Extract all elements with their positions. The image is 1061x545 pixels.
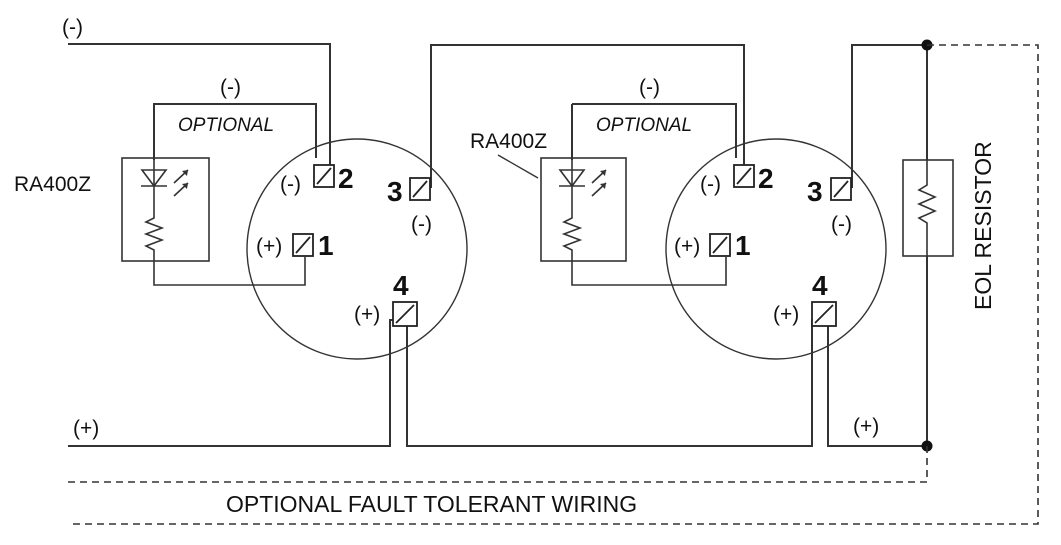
fault-wire-outer bbox=[68, 44, 1039, 525]
label-neg-ra1: (-) bbox=[220, 76, 241, 99]
label-pos-in: (+) bbox=[73, 417, 99, 440]
label-neg-t3-base1: (-) bbox=[411, 213, 432, 236]
detector-base-1 bbox=[246, 138, 468, 360]
wire-neg-in bbox=[68, 43, 331, 173]
eol-resistor-icon bbox=[917, 160, 937, 256]
label-terminal-4-base1: 4 bbox=[393, 270, 409, 301]
eol-resistor-box bbox=[902, 159, 954, 257]
terminal-2-base2 bbox=[733, 164, 755, 188]
label-pos-t1-base1: (+) bbox=[256, 235, 282, 258]
label-pos-t1-base2: (+) bbox=[674, 235, 700, 258]
wire-pos-out bbox=[827, 320, 927, 447]
label-terminal-2-base1: 2 bbox=[338, 163, 354, 194]
label-terminal-2-base2: 2 bbox=[758, 163, 774, 194]
ra2-leader-line bbox=[497, 154, 539, 179]
led-icon bbox=[140, 158, 189, 210]
terminal-4-base2 bbox=[811, 301, 837, 327]
label-pos-t4-base1: (+) bbox=[354, 303, 380, 326]
label-pos-out: (+) bbox=[853, 415, 879, 438]
label-terminal-1-base2: 1 bbox=[735, 230, 751, 261]
label-fault-tolerant: OPTIONAL FAULT TOLERANT WIRING bbox=[226, 491, 637, 517]
terminal-4-base1 bbox=[392, 301, 418, 327]
terminal-1-base2 bbox=[709, 233, 731, 257]
ra1-box bbox=[121, 157, 210, 262]
terminal-2-base1 bbox=[313, 164, 335, 188]
terminal-3-base2 bbox=[830, 177, 852, 201]
fault-wire-inner bbox=[68, 446, 928, 483]
terminal-3-base1 bbox=[409, 177, 431, 201]
label-ra400z-2: RA400Z bbox=[470, 130, 547, 153]
label-neg-t2-base2: (-) bbox=[700, 173, 721, 196]
label-terminal-1-base1: 1 bbox=[318, 230, 334, 261]
resistor-icon bbox=[561, 210, 727, 286]
ra2-wire-neg bbox=[572, 103, 737, 158]
label-neg-in: (-) bbox=[62, 16, 83, 39]
label-neg-t2-base1: (-) bbox=[280, 173, 301, 196]
label-terminal-3-base2: 3 bbox=[807, 176, 823, 207]
label-pos-t4-base2: (+) bbox=[773, 303, 799, 326]
label-neg-t3-base2: (-) bbox=[831, 213, 852, 236]
wire-neg-link bbox=[419, 44, 745, 188]
wire-pos-in bbox=[68, 319, 396, 447]
led-icon bbox=[558, 158, 607, 210]
detector-base-2 bbox=[665, 138, 887, 360]
label-terminal-4-base2: 4 bbox=[812, 270, 828, 301]
resistor-icon bbox=[143, 210, 306, 286]
label-eol-resistor: EOL RESISTOR bbox=[970, 141, 996, 310]
label-ra400z-1: RA400Z bbox=[14, 173, 91, 196]
label-optional-2: OPTIONAL bbox=[596, 115, 692, 136]
terminal-1-base1 bbox=[292, 233, 314, 257]
ra2-box bbox=[540, 157, 627, 262]
wire-neg-out bbox=[841, 44, 927, 188]
label-neg-ra2: (-) bbox=[639, 76, 660, 99]
wire-pos-link bbox=[406, 319, 817, 447]
label-optional-1: OPTIONAL bbox=[178, 115, 274, 136]
label-terminal-3-base1: 3 bbox=[387, 176, 403, 207]
